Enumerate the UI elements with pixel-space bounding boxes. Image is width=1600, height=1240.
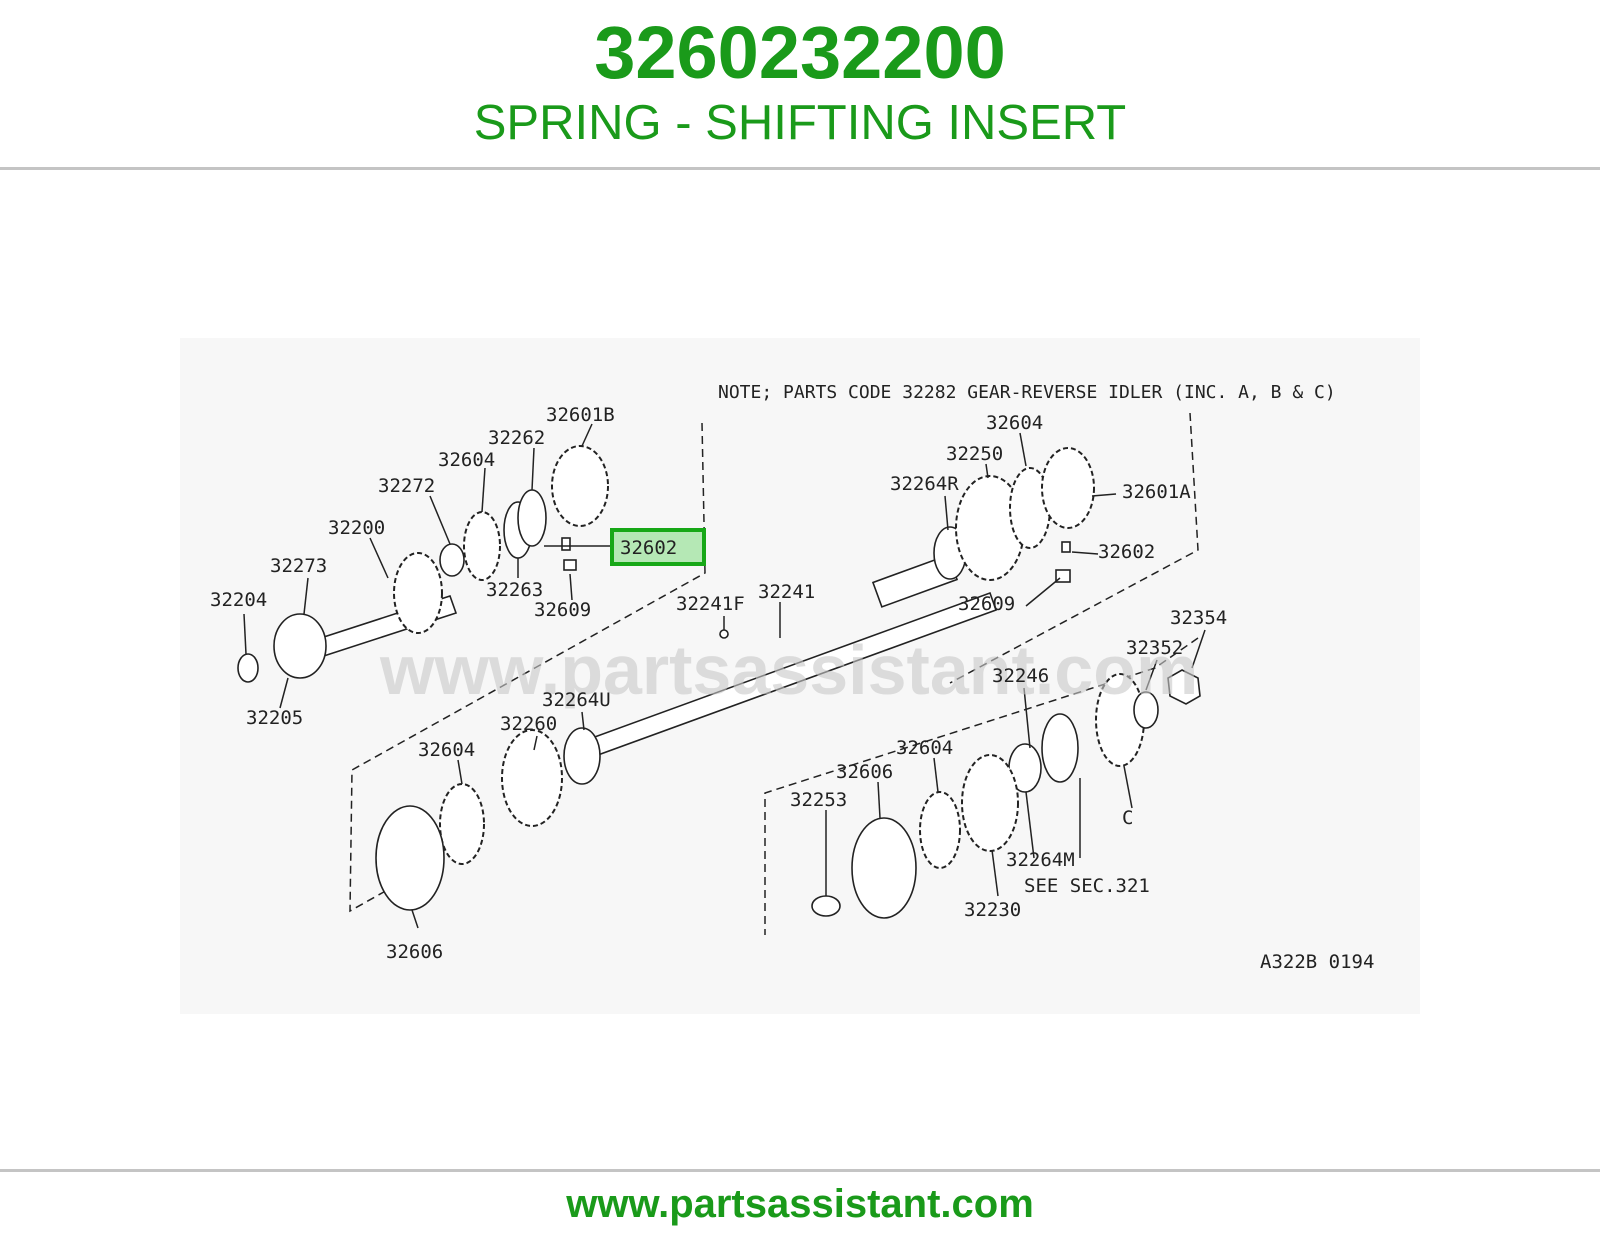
part-label: 32200: [328, 517, 385, 539]
part-label: 32263: [486, 579, 543, 601]
part-label: 32352: [1126, 637, 1183, 659]
part-number: 3260232200: [594, 11, 1006, 94]
part-label: 32264R: [890, 473, 959, 495]
part-label: 32604: [896, 737, 953, 759]
part-label: 32604: [418, 739, 475, 761]
part-label: 32602: [1098, 541, 1155, 563]
sleeve-32606-right: [851, 817, 917, 919]
part-label: 32260: [500, 713, 557, 735]
part-label: 32609: [534, 599, 591, 621]
leader-lines: [243, 423, 1206, 929]
washer-32246: [1041, 713, 1079, 783]
part-label: 32272: [378, 475, 435, 497]
watermark: www.partsassistant.com: [379, 631, 1198, 709]
bearing-32264u: [563, 727, 601, 785]
footer-divider: [0, 1169, 1600, 1172]
sleeve-32601a: [1041, 447, 1095, 529]
gear-32200: [393, 552, 443, 634]
part-label: 32241F: [676, 593, 745, 615]
part-label: 32354: [1170, 607, 1227, 629]
gear-32230: [961, 754, 1019, 852]
group-outline-lower: [764, 637, 1199, 935]
ring-32604-lower-right: [919, 791, 961, 869]
part-label: C: [1122, 807, 1133, 829]
exploded-view-drawing: www.partsassistant.com NOTE; PARTS CODE …: [210, 382, 1374, 973]
part-label: 32606: [386, 941, 443, 963]
ring-32204: [237, 653, 259, 683]
highlight-box[interactable]: [610, 528, 706, 566]
part-name: SPRING - SHIFTING INSERT: [473, 96, 1127, 150]
part-label: 32205: [246, 707, 303, 729]
part-label: 32601A: [1122, 481, 1191, 503]
part-label: 32250: [946, 443, 1003, 465]
spring-32602-right: [1061, 541, 1071, 553]
part-label: 32204: [210, 589, 267, 611]
part-label: 32604: [438, 449, 495, 471]
spring-32602-left: [561, 537, 571, 551]
part-label: 32604: [986, 412, 1043, 434]
ring-32604-left: [463, 511, 501, 581]
part-label: 32273: [270, 555, 327, 577]
part-label: 32606: [836, 761, 893, 783]
ring-32604-lower-left: [439, 783, 485, 865]
part-label: 32246: [992, 665, 1049, 687]
parts-diagram: www.partsassistant.com NOTE; PARTS CODE …: [180, 338, 1420, 1014]
page-header: 3260232200 SPRING - SHIFTING INSERT: [0, 0, 1600, 168]
bearing-32273: [273, 613, 327, 679]
part-label: 32241: [758, 581, 815, 603]
highlighted-part-label[interactable]: 32602: [620, 537, 677, 559]
part-label: 32264M: [1006, 849, 1075, 871]
gear-32260: [501, 729, 563, 827]
bearing-32272: [439, 543, 465, 577]
part-label: 32262: [488, 427, 545, 449]
group-outline-right: [949, 412, 1199, 684]
part-label: 32609: [958, 593, 1015, 615]
part-label: 32264U: [542, 689, 611, 711]
figure-code: A322B 0194: [1260, 951, 1374, 973]
part-label: SEE SEC.321: [1024, 875, 1150, 897]
insert-32609-left: [563, 559, 577, 571]
ring-32262: [517, 489, 547, 547]
nut-32354: [1167, 669, 1201, 705]
ring-32352: [1133, 691, 1159, 729]
sleeve-32606-left: [375, 805, 445, 911]
diagram-note: NOTE; PARTS CODE 32282 GEAR-REVERSE IDLE…: [718, 382, 1336, 403]
spacer-32253: [811, 895, 841, 917]
part-label: 32601B: [546, 404, 615, 426]
part-label: 32253: [790, 789, 847, 811]
header-divider: [0, 167, 1600, 170]
sleeve-32601b: [551, 445, 609, 527]
part-label: 32230: [964, 899, 1021, 921]
footer-website-link[interactable]: www.partsassistant.com: [566, 1182, 1034, 1226]
